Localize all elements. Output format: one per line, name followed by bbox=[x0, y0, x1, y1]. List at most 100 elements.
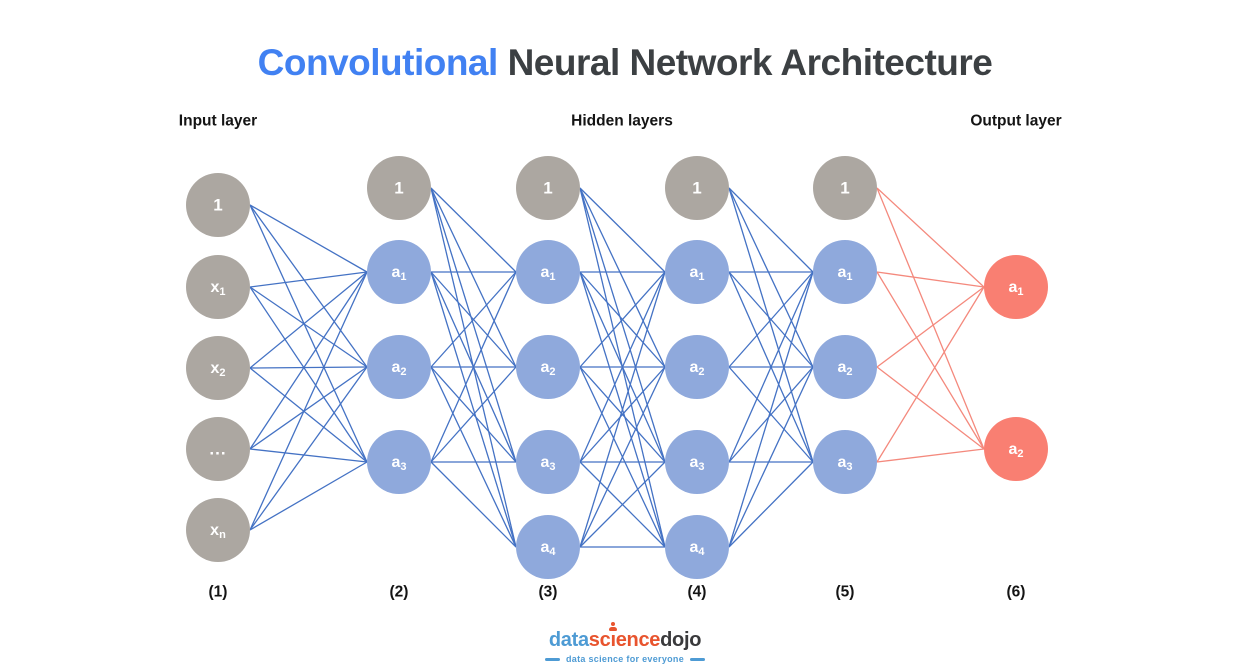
node-label-a2: a2 bbox=[391, 359, 406, 379]
edge bbox=[579, 366, 666, 463]
edge bbox=[430, 271, 517, 548]
node-label-a1: a1 bbox=[540, 264, 555, 284]
node-label-xn: xn bbox=[210, 522, 226, 542]
edge bbox=[728, 187, 814, 273]
node-layer3-1 bbox=[516, 156, 580, 220]
node-label-1: 1 bbox=[840, 179, 849, 198]
layer-number-6: (6) bbox=[1007, 584, 1026, 601]
edge bbox=[430, 366, 517, 548]
node-label-x1: x1 bbox=[210, 279, 225, 299]
edge bbox=[876, 286, 985, 463]
node-label-a1: a1 bbox=[837, 264, 852, 284]
layer-number-4: (4) bbox=[688, 584, 707, 601]
node-label-a1: a1 bbox=[391, 264, 406, 284]
node-label-a2: a2 bbox=[689, 359, 704, 379]
edge bbox=[579, 271, 666, 463]
node-layer4-a4 bbox=[665, 515, 729, 579]
edge bbox=[249, 204, 368, 273]
node-layer4-a3 bbox=[665, 430, 729, 494]
edge bbox=[579, 187, 666, 273]
node-label-1: 1 bbox=[213, 196, 222, 215]
edge bbox=[249, 271, 368, 369]
tagline-dash-right bbox=[690, 658, 706, 661]
output-layer-label: Output layer bbox=[970, 113, 1061, 130]
layer-number-3: (3) bbox=[539, 584, 558, 601]
node-layer5-a2 bbox=[813, 335, 877, 399]
edge bbox=[430, 461, 517, 548]
node-layer1-xn bbox=[186, 498, 250, 562]
edge bbox=[249, 366, 368, 369]
node-label-a3: a3 bbox=[837, 454, 852, 474]
node-label-x2: x2 bbox=[210, 360, 225, 380]
edge bbox=[430, 271, 517, 368]
edge bbox=[728, 271, 814, 548]
edge bbox=[249, 286, 368, 368]
node-label-a4: a4 bbox=[689, 539, 705, 559]
layer-number-2: (2) bbox=[390, 584, 409, 601]
edge bbox=[579, 366, 666, 548]
edge bbox=[876, 187, 985, 450]
node-label-a3: a3 bbox=[689, 454, 704, 474]
edge bbox=[579, 187, 666, 463]
nodes-group: 1x1x2...xn1a1a2a31a1a2a3a41a1a2a3a41a1a2… bbox=[186, 156, 1048, 579]
edge bbox=[249, 271, 368, 531]
node-layer3-a3 bbox=[516, 430, 580, 494]
logo-part-data: data bbox=[548, 629, 589, 651]
edge bbox=[249, 271, 368, 450]
edge bbox=[579, 461, 666, 548]
edge bbox=[430, 187, 517, 368]
node-layer5-a3 bbox=[813, 430, 877, 494]
edge bbox=[728, 187, 814, 463]
logo-part-dojo: dojo bbox=[660, 629, 702, 651]
node-layer2-1 bbox=[367, 156, 431, 220]
node-label-a1: a1 bbox=[689, 264, 704, 284]
edge bbox=[876, 187, 985, 288]
node-layer3-a4 bbox=[516, 515, 580, 579]
node-layer2-a1 bbox=[367, 240, 431, 304]
node-layer6-a1 bbox=[984, 255, 1048, 319]
node-label-1: 1 bbox=[394, 179, 403, 198]
node-label-ellipsis: ... bbox=[209, 440, 226, 459]
node-layer1-1 bbox=[186, 173, 250, 237]
edge bbox=[430, 187, 517, 273]
node-layer2-a3 bbox=[367, 430, 431, 494]
tagline-text: data science for everyone bbox=[565, 654, 685, 664]
node-layer1-x1 bbox=[186, 255, 250, 319]
layer-number-5: (5) bbox=[836, 584, 855, 601]
logo-letter-i: ı bbox=[609, 622, 618, 650]
node-layer5-a1 bbox=[813, 240, 877, 304]
edge bbox=[876, 366, 985, 450]
node-label-1: 1 bbox=[543, 179, 552, 198]
input-layer-label: Input layer bbox=[179, 113, 257, 130]
logo-tagline: data science for everyone bbox=[0, 655, 1250, 664]
node-label-1: 1 bbox=[692, 179, 701, 198]
layer-numbers-group: (1)(2)(3)(4)(5)(6) bbox=[209, 584, 1026, 601]
person-icon bbox=[609, 622, 618, 631]
edges-group bbox=[249, 187, 985, 548]
node-label-a2: a2 bbox=[540, 359, 555, 379]
edge bbox=[728, 366, 814, 463]
node-label-a2: a2 bbox=[837, 359, 852, 379]
title-highlight: Convolutional bbox=[257, 42, 499, 83]
edge bbox=[430, 271, 517, 463]
node-layer1-ellipsis bbox=[186, 417, 250, 481]
edge bbox=[249, 271, 368, 288]
edge bbox=[728, 271, 814, 463]
node-layer3-a2 bbox=[516, 335, 580, 399]
edge bbox=[430, 187, 517, 463]
node-layer2-a2 bbox=[367, 335, 431, 399]
edge bbox=[579, 187, 666, 368]
node-layer4-a1 bbox=[665, 240, 729, 304]
edge bbox=[579, 271, 666, 548]
edge bbox=[728, 461, 814, 548]
page-title: Convolutional Neural Network Architectur… bbox=[0, 42, 1250, 84]
title-rest: Neural Network Architecture bbox=[497, 42, 993, 83]
edge bbox=[249, 448, 368, 463]
node-layer5-1 bbox=[813, 156, 877, 220]
hidden-layers-label: Hidden layers bbox=[571, 113, 673, 130]
